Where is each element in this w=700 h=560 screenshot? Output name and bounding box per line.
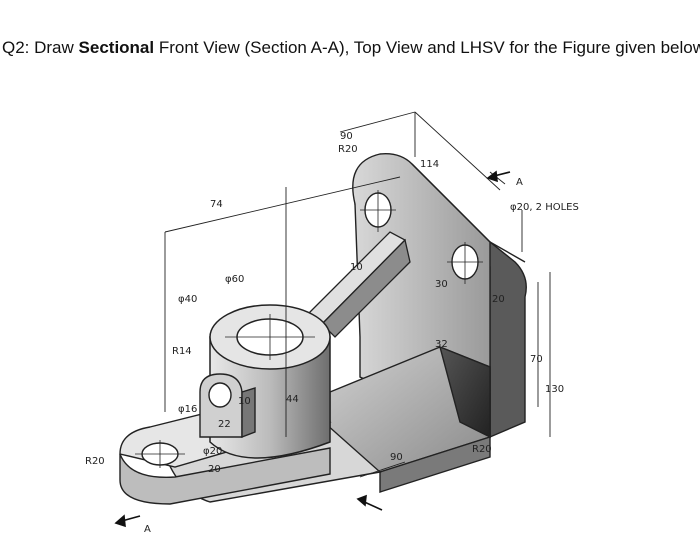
section-label-top: A <box>516 177 523 188</box>
dim-10b: 10 <box>238 396 251 407</box>
dim-r20-left: R20 <box>85 456 105 467</box>
isometric-drawing: 90 R20 114 74 φ20, 2 HOLES φ60 φ40 10 30… <box>85 111 579 535</box>
dim-30: 30 <box>435 279 448 290</box>
section-arrows <box>114 170 511 528</box>
dim-70: 70 <box>530 354 543 365</box>
dim-20-base: 20 <box>208 464 221 475</box>
dim-20-side: 20 <box>492 294 505 305</box>
question-prefix: Q2: Draw <box>2 38 79 57</box>
dim-r20-right: R20 <box>472 444 492 455</box>
dim-r20-top: R20 <box>338 144 358 155</box>
dim-44: 44 <box>286 394 299 405</box>
dim-phi20-holes: φ20, 2 HOLES <box>510 202 579 213</box>
dim-10: 10 <box>350 262 363 273</box>
dim-74: 74 <box>210 199 223 210</box>
dim-130: 130 <box>545 384 564 395</box>
dim-114: 114 <box>420 159 439 170</box>
lug <box>199 373 256 439</box>
dim-32: 32 <box>435 339 448 350</box>
dimension-lines <box>119 111 551 482</box>
lug-hole-icon <box>208 382 232 408</box>
dim-90-base: 90 <box>390 452 403 463</box>
section-label-bottom: A <box>144 524 151 535</box>
question-bold-word: Sectional <box>78 38 155 57</box>
dim-phi16: φ16 <box>178 404 197 415</box>
dim-phi60: φ60 <box>225 274 244 285</box>
dim-r14: R14 <box>172 346 192 357</box>
dim-phi20: φ20 <box>203 446 222 457</box>
base-block <box>329 345 491 493</box>
question-suffix: Front View (Section A-A), Top View and L… <box>154 38 700 57</box>
rib <box>303 231 411 338</box>
dim-phi40: φ40 <box>178 294 197 305</box>
question-text: Q2: Draw Sectional Front View (Section A… <box>2 38 700 58</box>
dim-22: 22 <box>218 419 231 430</box>
dim-90: 90 <box>340 131 353 142</box>
